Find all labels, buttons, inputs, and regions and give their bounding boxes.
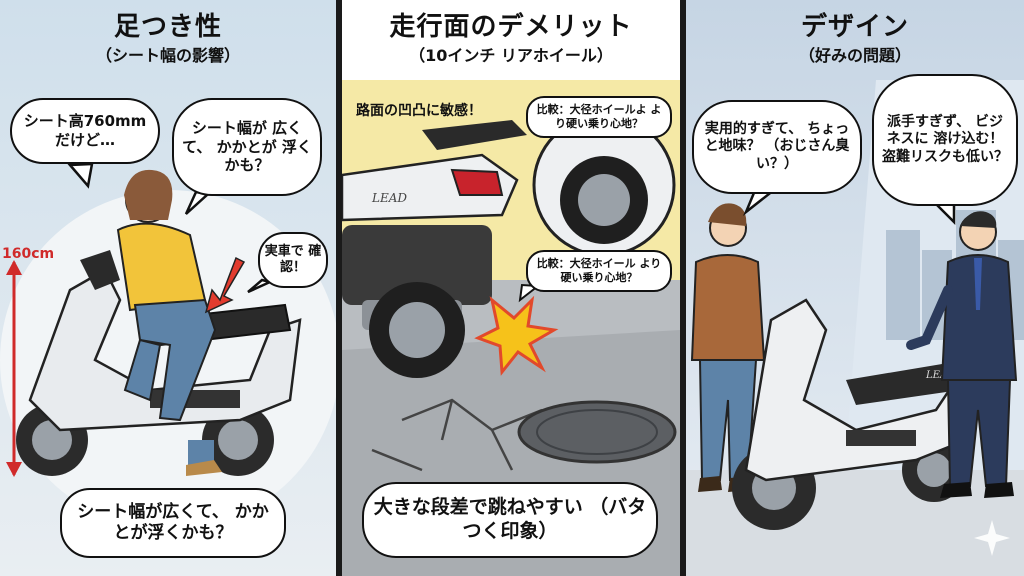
height-label: 160cm xyxy=(2,246,55,262)
scooter-illustration xyxy=(16,250,302,476)
panel-ride-quality: LEAD 走行面のデメリット （10インチ リアホイール） 路面の凹凸に敏感！ … xyxy=(342,0,680,576)
panel3-title: デザイン xyxy=(800,12,909,42)
bubble-seat-width: シート幅が 広くて、 かかとが 浮くかも？ xyxy=(172,98,322,196)
bubble-too-plain: 実用的すぎて、 ちょっと地味？ （おじさん臭い？） xyxy=(692,100,862,194)
scooter-illustration: LEAD xyxy=(732,298,968,530)
compare-bottom: 比較：大径ホイール より硬い乗り心地？ xyxy=(526,250,672,292)
bubble-business-fit: 派手すぎず、 ビジネスに 溶け込む！ 盗難リスクも低い？ xyxy=(872,74,1018,206)
panel1-title: 足つき性 xyxy=(113,12,222,42)
businessman-illustration xyxy=(906,211,1018,498)
scooter-badge: LEAD xyxy=(371,191,407,205)
label-sensitive: 路面の凹凸に敏感！ xyxy=(356,103,482,119)
panel3-subtitle: （好みの問題） xyxy=(798,46,911,65)
divider xyxy=(336,0,342,576)
panel2-title: 走行面のデメリット xyxy=(389,12,633,42)
panel1-subtitle: （シート幅の影響） xyxy=(95,46,240,65)
bubble-seat-height: シート高760mm だけど… xyxy=(10,98,160,164)
panel2-caption: 大きな段差で跳ねやすい （バタつく印象） xyxy=(362,482,658,558)
bubble-check-actual: 実車で 確認！ xyxy=(258,232,328,288)
scooter-badge: LEAD xyxy=(925,370,955,381)
compare-top: 比較：大径ホイールよ より硬い乗り心地？ xyxy=(526,96,672,138)
sparkle-icon xyxy=(974,520,1010,556)
panel-design: LEAD デザイン （好みの問題） 実用的すぎて、 ちょっと地味？ （おじさん臭… xyxy=(686,0,1024,576)
panel1-illustration xyxy=(0,0,336,576)
panel-seat-height: 足つき性 （シート幅の影響） シート高760mm だけど… シート幅が 広くて、… xyxy=(0,0,336,576)
arrow-down-icon xyxy=(204,256,246,314)
manhole-illustration xyxy=(517,400,677,464)
scooter-rear-illustration: LEAD xyxy=(342,120,527,378)
impact-burst-icon xyxy=(474,295,559,376)
rider-woman-illustration xyxy=(116,169,222,476)
panel1-caption: シート幅が広くて、 かかとが浮くかも？ xyxy=(60,488,286,558)
panel2-subtitle: （10インチ リアホイール） xyxy=(409,46,613,65)
divider xyxy=(680,0,686,576)
